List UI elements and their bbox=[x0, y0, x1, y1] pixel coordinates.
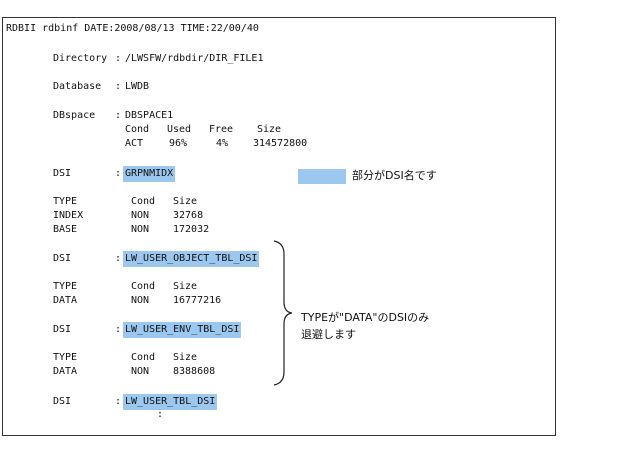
dsi-name-highlight: LW_USER_TBL_DSI bbox=[123, 394, 218, 410]
output-panel: RDBII rdbinf DATE:2008/08/13 TIME:22/00/… bbox=[2, 17, 556, 436]
type-value: DATA bbox=[53, 366, 78, 377]
dsi-sep: : bbox=[115, 253, 122, 264]
cond-col-header: Cond bbox=[131, 196, 156, 207]
dsi-label: DSI bbox=[53, 253, 72, 264]
size-value: 32768 bbox=[173, 210, 204, 221]
continuation-mark: : bbox=[157, 409, 164, 420]
header-line: RDBII rdbinf DATE:2008/08/13 TIME:22/00/… bbox=[6, 23, 259, 34]
cond-col-header: Cond bbox=[131, 352, 156, 363]
cond-value: NON bbox=[131, 366, 150, 377]
size-col-header: Size bbox=[173, 196, 198, 207]
database-label: Database bbox=[53, 81, 102, 92]
cond-value: NON bbox=[131, 210, 150, 221]
dbspace-value: DBSPACE1 bbox=[125, 110, 174, 121]
size-value: 16777216 bbox=[173, 295, 222, 306]
cond-col-header: Cond bbox=[131, 281, 156, 292]
type-value: BASE bbox=[53, 224, 78, 235]
brace-note-line-2: 退避します bbox=[301, 328, 356, 341]
type-col-header: TYPE bbox=[53, 196, 78, 207]
cond-value: NON bbox=[131, 224, 150, 235]
type-value: INDEX bbox=[53, 210, 84, 221]
directory-value: /LWSFW/rdbdir/DIR_FILE1 bbox=[125, 53, 264, 64]
dbspace-label: DBspace bbox=[53, 110, 96, 121]
dsi-sep: : bbox=[115, 168, 122, 179]
brace-icon bbox=[273, 240, 293, 386]
size-col-header: Size bbox=[173, 352, 198, 363]
dsi-sep: : bbox=[115, 324, 122, 335]
legend-note: 部分がDSI名です bbox=[352, 169, 437, 182]
database-sep: : bbox=[115, 81, 122, 92]
database-value: LWDB bbox=[125, 81, 150, 92]
dbspace-used: 96% bbox=[169, 138, 188, 149]
dbspace-col-used: Used bbox=[167, 124, 192, 135]
dbspace-col-free: Free bbox=[209, 124, 234, 135]
dsi-label: DSI bbox=[53, 168, 72, 179]
dbspace-col-cond: Cond bbox=[125, 124, 150, 135]
dsi-name-highlight: GRPNMIDX bbox=[123, 166, 176, 182]
dsi-label: DSI bbox=[53, 396, 72, 407]
type-value: DATA bbox=[53, 295, 78, 306]
dsi-name-highlight: LW_USER_ENV_TBL_DSI bbox=[123, 322, 242, 338]
size-value: 8388608 bbox=[173, 366, 216, 377]
directory-label: Directory bbox=[53, 53, 108, 64]
brace-note-line-1: TYPEが"DATA"のDSIのみ bbox=[301, 311, 430, 324]
dbspace-cond: ACT bbox=[125, 138, 144, 149]
dsi-label: DSI bbox=[53, 324, 72, 335]
dsi-name-highlight: LW_USER_OBJECT_TBL_DSI bbox=[123, 251, 260, 267]
cond-value: NON bbox=[131, 295, 150, 306]
size-col-header: Size bbox=[173, 281, 198, 292]
dbspace-col-size: Size bbox=[257, 124, 282, 135]
legend-swatch bbox=[298, 169, 346, 184]
type-col-header: TYPE bbox=[53, 281, 78, 292]
dsi-sep: : bbox=[115, 396, 122, 407]
dbspace-free: 4% bbox=[216, 138, 229, 149]
size-value: 172032 bbox=[173, 224, 210, 235]
directory-sep: : bbox=[115, 53, 122, 64]
dbspace-size: 314572800 bbox=[253, 138, 308, 149]
dbspace-sep: : bbox=[115, 110, 122, 121]
type-col-header: TYPE bbox=[53, 352, 78, 363]
